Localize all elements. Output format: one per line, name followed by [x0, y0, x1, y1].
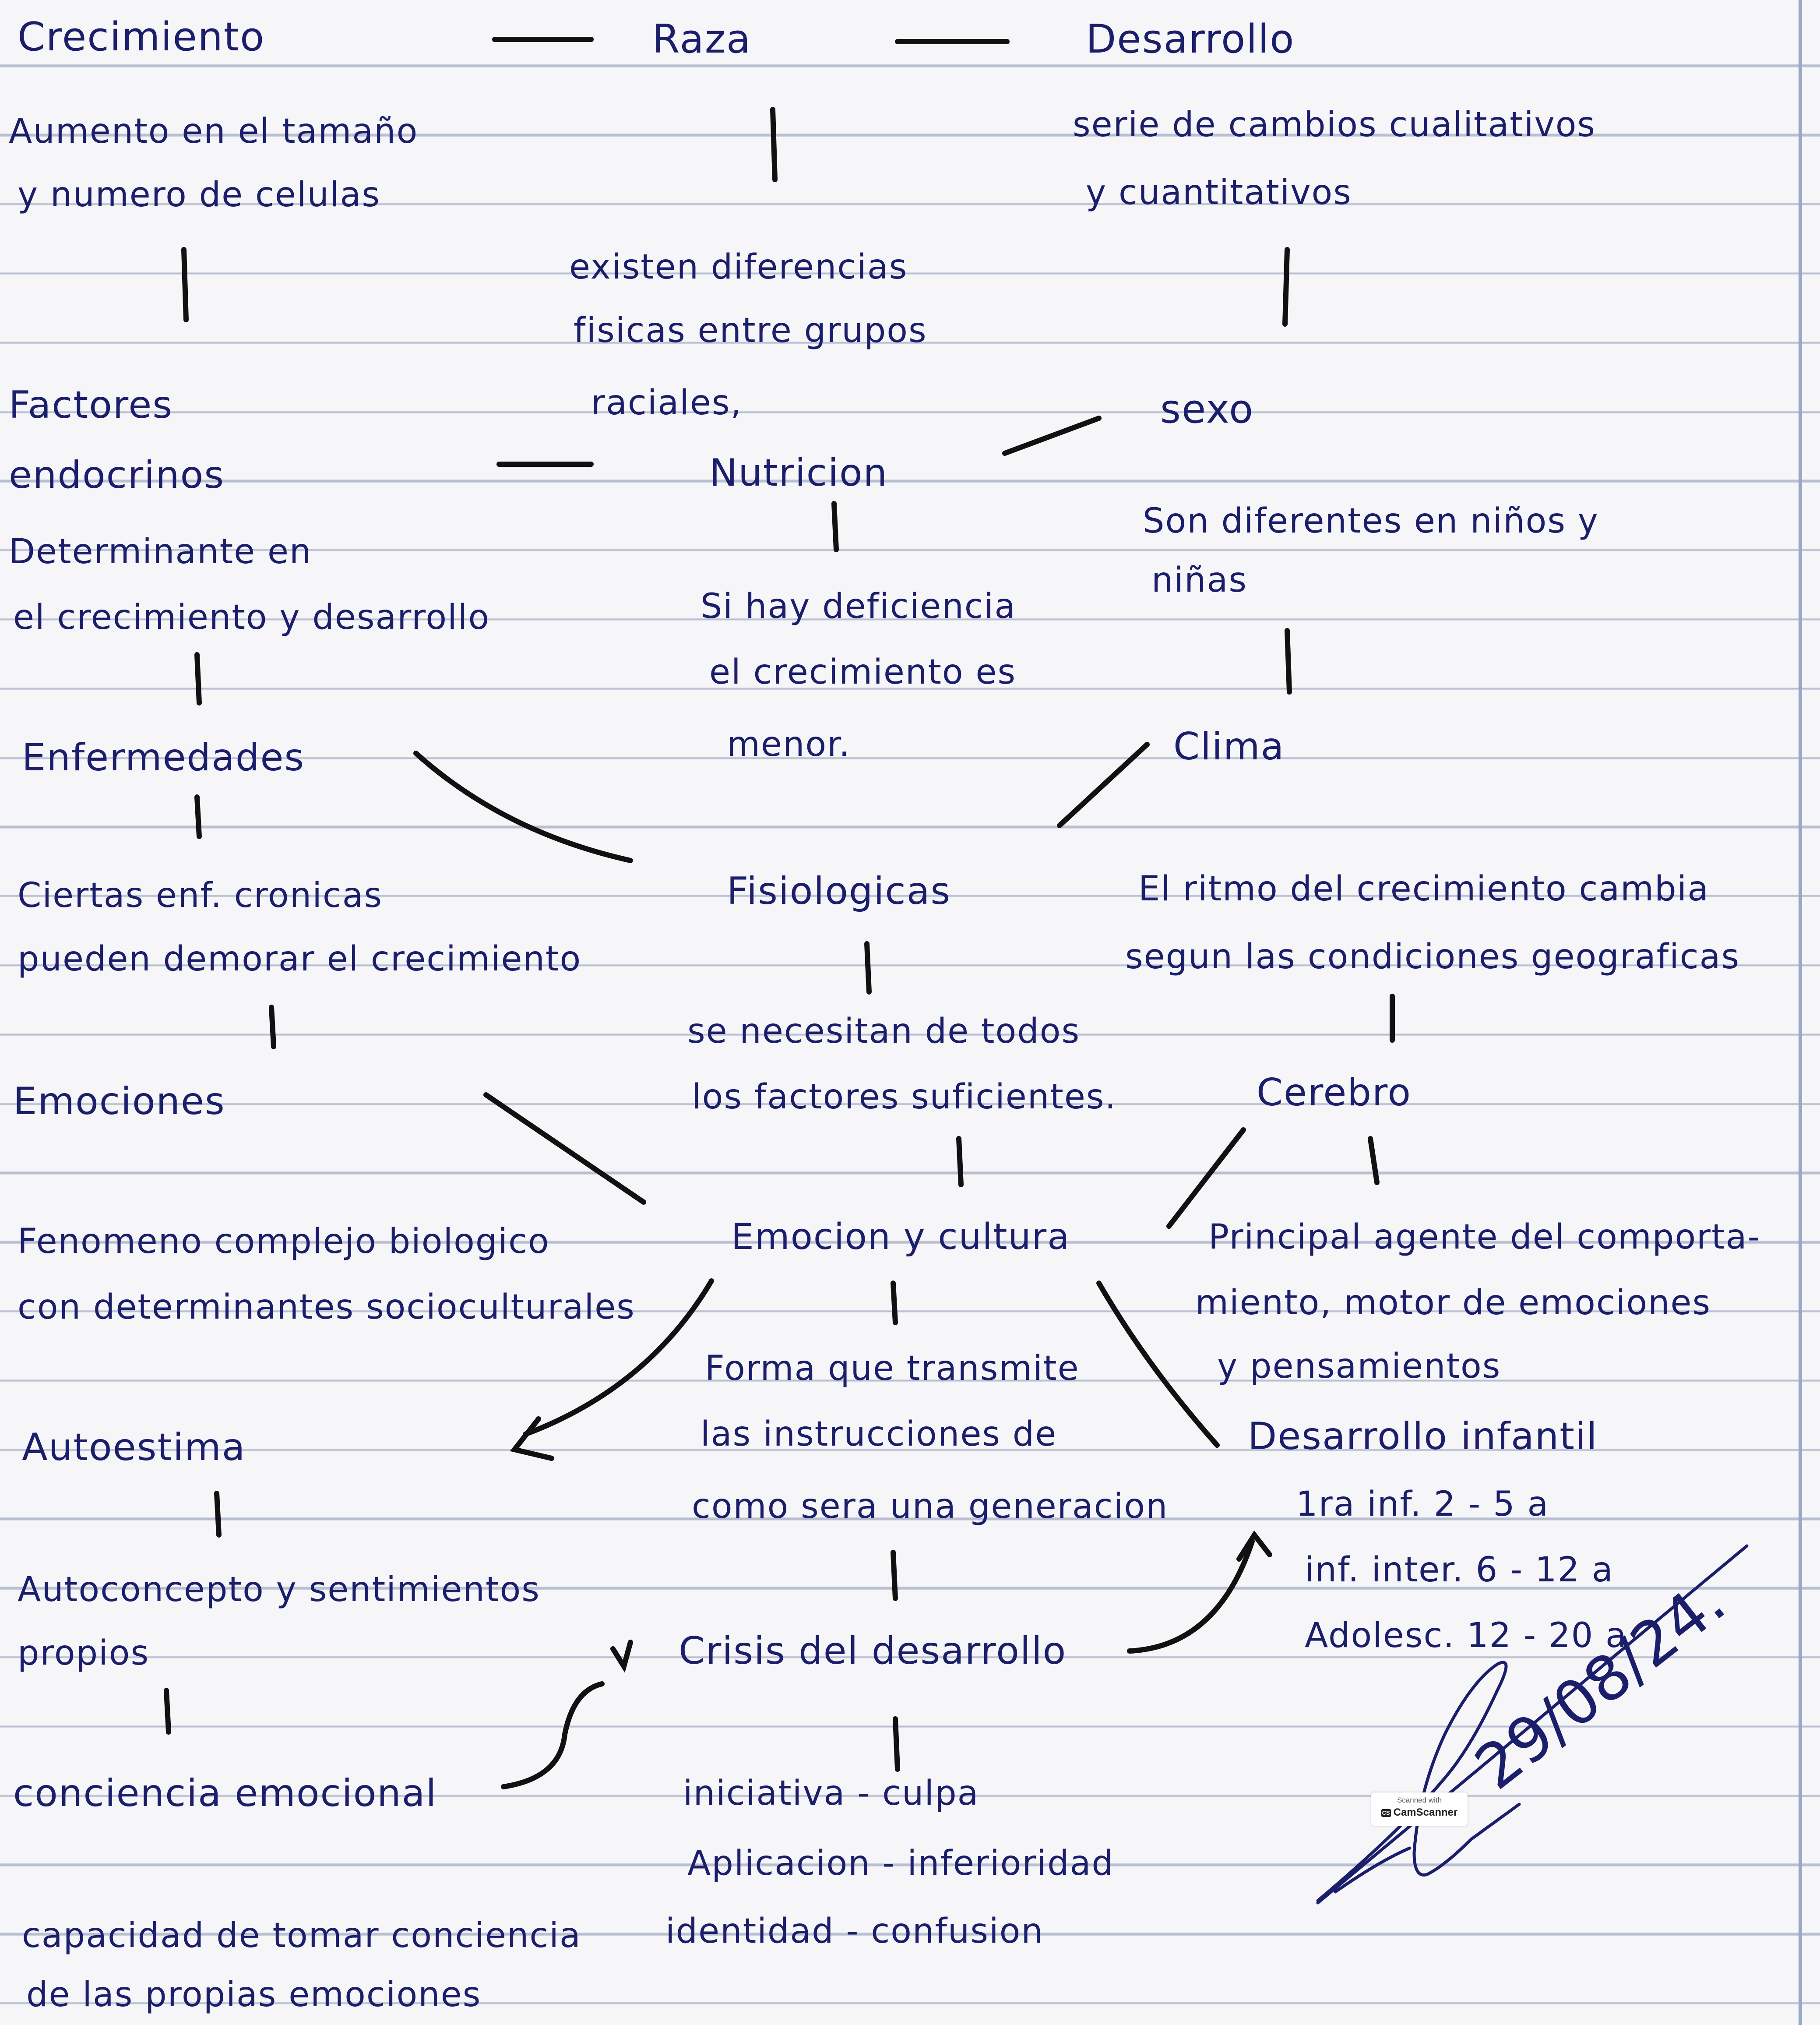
emociones-definition-2: con determinantes socioculturales: [18, 1288, 635, 1327]
connector-line: [1236, 1530, 1272, 1562]
connector-line: [1282, 247, 1290, 327]
watermark-line-1: Scanned with: [1397, 1796, 1442, 1804]
node-emociones: Emociones: [13, 1080, 225, 1123]
connector-line: [483, 1092, 646, 1205]
node-clima: Clima: [1173, 725, 1285, 769]
connector-line: [831, 501, 839, 552]
cerebro-definition-2: miento, motor de emociones: [1195, 1283, 1711, 1323]
connector-line: [181, 247, 189, 322]
factores-definition-2: el crecimiento y desarrollo: [13, 598, 490, 637]
emociones-definition-1: Fenomeno complejo biologico: [18, 1222, 550, 1261]
node-crecimiento: Crecimiento: [18, 14, 265, 60]
node-factores-2: endocrinos: [9, 453, 225, 497]
desarrollo-infantil-stage-2: inf. inter. 6 - 12 a: [1305, 1550, 1614, 1590]
crisis-definition-2: Aplicacion - inferioridad: [687, 1844, 1114, 1883]
enfermedades-definition-2: pueden demorar el crecimiento: [18, 939, 582, 979]
connector-line: [194, 652, 202, 706]
autoestima-definition-1: Autoconcepto y sentimientos: [18, 1570, 540, 1609]
connector-line: [1368, 1136, 1380, 1185]
connector-line: [610, 1640, 633, 1673]
node-enfermedades: Enfermedades: [22, 736, 305, 780]
node-desarrollo: Desarrollo: [1086, 16, 1295, 62]
nutricion-definition-2: el crecimiento es: [709, 653, 1017, 692]
crecimiento-definition-2: y numero de celulas: [18, 175, 381, 215]
cultura-definition-3: como sera una generacion: [692, 1487, 1169, 1526]
node-raza: Raza: [652, 16, 752, 62]
connector-line: [1096, 1281, 1220, 1448]
crisis-definition-3: identidad - confusion: [665, 1912, 1044, 1951]
sexo-definition-1: Son diferentes en niños y: [1143, 501, 1599, 541]
node-factores-1: Factores: [9, 383, 173, 427]
cultura-definition-2: las instrucciones de: [701, 1415, 1057, 1454]
connector-line: [891, 1281, 898, 1325]
connector-line: [523, 1278, 714, 1437]
clima-definition-2: segun las condiciones geograficas: [1125, 937, 1740, 977]
connector-line: [1166, 1127, 1246, 1229]
connector-line: [269, 1005, 276, 1049]
camscanner-logo-icon: CS: [1381, 1809, 1391, 1817]
connector-line: [413, 751, 633, 863]
cultura-definition-1: Forma que transmite: [705, 1349, 1080, 1388]
connector-line: [214, 1491, 222, 1538]
crisis-definition-1: iniciativa - culpa: [683, 1774, 979, 1813]
node-crisis: Crisis del desarrollo: [679, 1629, 1067, 1673]
connector-line: [893, 1716, 900, 1772]
connector-line: [1057, 742, 1150, 828]
connector-line: [501, 1681, 605, 1789]
node-desarrollo-infantil: Desarrollo infantil: [1248, 1415, 1598, 1458]
raza-definition-1: existen diferencias: [569, 247, 908, 287]
connector-line: [194, 794, 202, 839]
connector-line: [1285, 628, 1292, 695]
cerebro-definition-3: y pensamientos: [1217, 1347, 1501, 1386]
fisiologicas-definition-1: se necesitan de todos: [687, 1012, 1081, 1051]
node-emocion-cultura: Emocion y cultura: [731, 1216, 1070, 1258]
desarrollo-definition-2: y cuantitativos: [1086, 173, 1352, 212]
margin-line: [1799, 0, 1802, 2025]
nutricion-definition-1: Si hay deficiencia: [701, 587, 1017, 626]
clima-definition-1: El ritmo del crecimiento cambia: [1138, 869, 1710, 909]
node-conciencia: conciencia emocional: [13, 1771, 437, 1815]
cerebro-definition-1: Principal agente del comporta-: [1208, 1217, 1761, 1257]
node-fisiologicas: Fisiologicas: [727, 869, 951, 913]
node-nutricion: Nutricion: [709, 451, 888, 495]
connector-line: [891, 1550, 898, 1601]
sexo-definition-2: niñas: [1151, 561, 1247, 600]
node-sexo: sexo: [1160, 386, 1254, 432]
connector-line: [164, 1688, 171, 1735]
factores-definition-1: Determinante en: [9, 532, 312, 572]
connector-line: [770, 107, 778, 182]
connector-line: [510, 1416, 554, 1461]
enfermedades-definition-1: Ciertas enf. cronicas: [18, 876, 383, 915]
conciencia-definition-1: capacidad de tomar conciencia: [22, 1916, 581, 1955]
node-cerebro: Cerebro: [1257, 1071, 1412, 1115]
conciencia-definition-2: de las propias emociones: [26, 1975, 482, 2014]
desarrollo-infantil-stage-1: 1ra inf. 2 - 5 a: [1296, 1485, 1549, 1524]
connector-line: [956, 1136, 964, 1187]
nutricion-definition-3: menor.: [727, 725, 851, 764]
desarrollo-infantil-stage-3: Adolesc. 12 - 20 a: [1305, 1616, 1627, 1655]
raza-definition-2: fisicas entre grupos: [574, 311, 927, 350]
connector-line: [1127, 1539, 1255, 1654]
fisiologicas-definition-2: los factores suficientes.: [692, 1077, 1117, 1117]
connector-line: [1002, 416, 1102, 456]
desarrollo-definition-1: serie de cambios cualitativos: [1073, 105, 1596, 145]
watermark-brand: CamScanner: [1393, 1806, 1458, 1818]
raza-definition-3: raciales,: [591, 383, 743, 423]
autoestima-definition-2: propios: [18, 1633, 150, 1673]
node-autoestima: Autoestima: [22, 1425, 246, 1469]
crecimiento-definition-1: Aumento en el tamaño: [9, 112, 419, 151]
connector-line: [864, 941, 872, 995]
